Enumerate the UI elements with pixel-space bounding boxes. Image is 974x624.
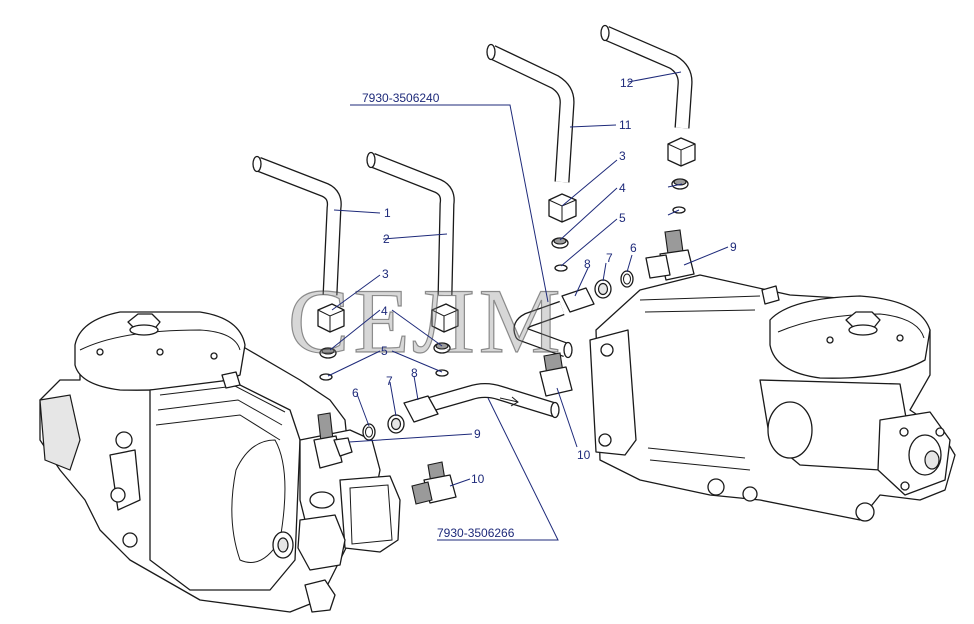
callout-7-left: 7 [386,374,393,388]
callout-10-left: 10 [471,472,485,486]
rings-right [551,178,689,272]
fitting-10-left [411,461,457,505]
callout-5-left: 5 [381,344,388,358]
callout-3-left: 3 [382,267,389,281]
callout-6-left: 6 [352,386,359,400]
callout-labels: 1 2 3 4 5 6 7 8 9 10 3 4 5 6 7 8 9 10 11… [352,76,737,486]
callout-8-left: 8 [411,366,418,380]
callout-5-right: 5 [619,211,626,225]
callout-7-right: 7 [606,251,613,265]
rings-left [319,342,451,381]
tube-1 [252,155,342,296]
nuts-left [317,303,459,333]
fittings-6-7-8-right [594,270,634,299]
tube-assembly-lower [403,383,560,423]
part-number-upper: 7930-3506240 [362,91,440,105]
tube-12 [600,24,693,129]
part-number-lower: 7930-3506266 [437,526,515,540]
callout-4-right: 4 [619,181,626,195]
left-compressor-assembly [39,311,401,613]
callout-1: 1 [384,206,391,220]
callout-10-right: 10 [577,448,591,462]
callout-6-right: 6 [630,241,637,255]
fittings-6-7-8-left [362,414,405,441]
nuts-right [548,137,696,223]
callout-9-right: 9 [730,240,737,254]
callout-3-right: 3 [619,149,626,163]
callout-4-left: 4 [381,304,388,318]
tube-11 [486,43,575,183]
callout-11: 11 [619,118,632,132]
callout-8-right: 8 [584,257,591,271]
tube-2 [366,151,455,296]
fitting-10-right [539,352,573,397]
watermark-text: СЕЛМ [288,270,565,372]
callout-2: 2 [383,232,390,246]
callout-9-left: 9 [474,427,481,441]
right-compressor-assembly [589,229,956,522]
callout-12: 12 [620,76,634,90]
tube-assembly-upper [513,287,595,359]
leader-lines [327,71,729,541]
